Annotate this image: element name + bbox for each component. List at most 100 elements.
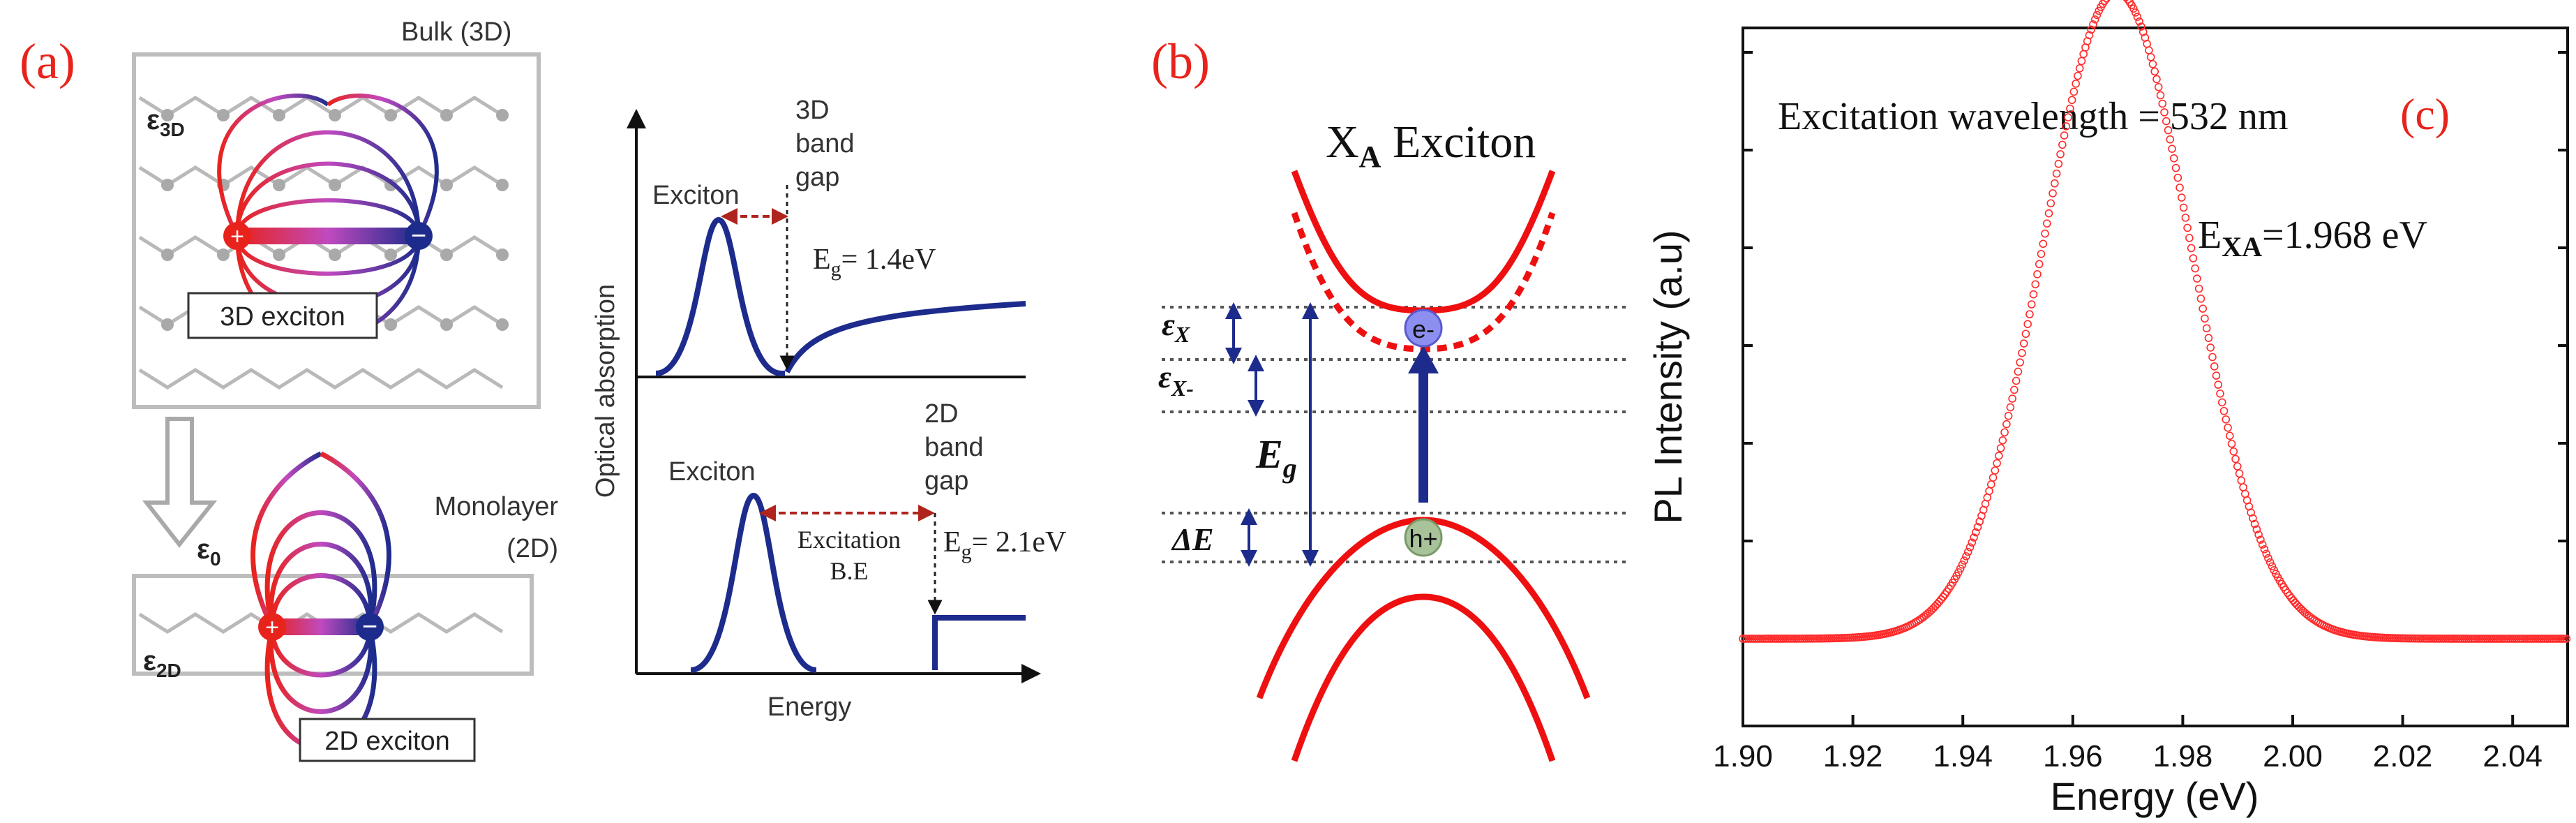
pl-plot-frame: [1742, 27, 2569, 727]
panel-a: (a): [20, 17, 1066, 762]
pl-data-point: [2100, 0, 2109, 6]
pl-data-point: [1937, 595, 1945, 604]
pl-data-point: [2033, 270, 2042, 279]
pl-data-point: [2004, 411, 2013, 420]
transition-arrow-icon: [1408, 346, 1439, 373]
pl-data-point: [2210, 362, 2219, 371]
pl-data-point: [2042, 219, 2051, 228]
pl-data-point: [2216, 390, 2224, 398]
pl-data-point: [1960, 556, 1968, 565]
pl-data-point: [2092, 10, 2102, 20]
pl-data-point: [2133, 13, 2142, 21]
pl-data-point: [2052, 169, 2061, 178]
pl-data-point: [2168, 144, 2176, 153]
pl-data-point: [2152, 75, 2161, 84]
pl-data-point: [2173, 173, 2182, 182]
pl-data-point: [2187, 244, 2196, 253]
conduction-band: [1291, 170, 1556, 314]
pl-data-point: [2237, 476, 2246, 485]
x-tick-label: 2.02: [2373, 739, 2433, 773]
pl-data-point: [2006, 403, 2015, 412]
bottom-be-line2: B.E: [830, 557, 868, 585]
pl-data-point: [2010, 385, 2019, 394]
pl-data-point: [2031, 280, 2040, 289]
pl-data-point: [2049, 189, 2057, 198]
x-tick-label: 1.94: [1933, 739, 1993, 773]
pl-data-point: [2019, 339, 2028, 348]
pl-data-point: [1970, 533, 1978, 542]
pl-data-point: [2219, 406, 2229, 415]
bulk-title: Bulk (3D): [401, 17, 511, 47]
bottom-gap-line1: 2D: [924, 399, 959, 429]
pl-series: [1739, 0, 2571, 643]
panel-c-label: (c): [2400, 89, 2450, 139]
pl-data-point: [2060, 131, 2069, 140]
pl-data-point: [2122, 0, 2129, 1]
pl-data-point: [2035, 260, 2044, 269]
panel-b-label: (b): [1151, 34, 1210, 89]
pl-data-point: [2148, 60, 2157, 68]
pl-data-point: [2041, 229, 2049, 238]
pl-data-point: [2156, 91, 2165, 100]
pl-data-point: [1968, 538, 1977, 547]
pl-data-point: [2087, 25, 2095, 34]
panel-c: PL Intensity (a.u) Energy (eV) Excitatio…: [1646, 0, 2571, 818]
valence-band-bottom: [1291, 593, 1556, 762]
monolayer-title-line1: Monolayer: [435, 492, 559, 521]
pl-data-point: [2014, 367, 2023, 376]
pl-data-point: [2194, 284, 2203, 293]
pl-data-point: [2146, 52, 2155, 61]
x-tick-label: 1.96: [2043, 739, 2103, 773]
top-gap-line3: gap: [795, 163, 839, 192]
x-tick-label: 1.90: [1713, 739, 1773, 773]
pl-data-point: [2050, 179, 2059, 188]
pl-data-point: [2204, 334, 2213, 342]
pl-data-point: [1989, 473, 1998, 482]
pl-data-point: [2164, 126, 2173, 135]
pl-data-point: [2067, 96, 2076, 105]
pl-data-point: [2154, 82, 2163, 91]
pl-data-point: [1983, 494, 1992, 502]
pl-data-point: [2135, 17, 2143, 26]
peak-label: EXA=1.968 eV: [2198, 214, 2427, 262]
pl-data-point: [2239, 483, 2247, 491]
monolayer-exciton-label: 2D exciton: [324, 727, 450, 756]
pl-data-point: [2266, 558, 2275, 567]
electron-label: e-: [1412, 315, 1435, 343]
pl-data-point: [2229, 447, 2238, 456]
pl-data-point: [1962, 552, 1970, 561]
pl-data-point: [2069, 87, 2079, 96]
pl-data-point: [1996, 444, 2005, 452]
pl-data-point: [2044, 209, 2053, 218]
pl-data-point: [2201, 314, 2209, 323]
pl-data-point: [2214, 380, 2223, 389]
pl-data-point: [1998, 436, 2007, 445]
pl-data-point: [1991, 466, 2000, 475]
pl-data-point: [2023, 320, 2032, 329]
pl-data-point: [1985, 487, 1993, 496]
pl-data-point: [2029, 290, 2038, 299]
pl-data-point: [2224, 423, 2232, 432]
pl-data-point: [1973, 523, 1982, 531]
ex-label: εX: [1162, 306, 1190, 347]
pl-data-point: [2262, 549, 2270, 558]
pl-data-point: [1935, 598, 1944, 606]
monolayer-title-line2: (2D): [507, 534, 558, 563]
panel-a-label: (a): [20, 34, 75, 89]
pl-data-point: [2256, 535, 2265, 544]
absorption-xlabel: Energy: [767, 692, 851, 722]
bulk-exciton-label: 3D exciton: [220, 302, 345, 332]
pl-data-point: [2225, 431, 2234, 440]
pl-data-point: [2562, 635, 2571, 643]
pl-data-point: [2064, 113, 2072, 121]
hole-ball: [1404, 518, 1443, 557]
pl-data-point: [2037, 249, 2046, 258]
pl-data-point: [1963, 547, 1972, 556]
top-continuum: [784, 301, 1026, 373]
hole-label: h+: [1409, 524, 1437, 553]
pl-data-point: [2072, 80, 2080, 88]
monolayer-2d-diagram: + − ε0 ε2D Monolayer (2D) 2D exciton: [132, 451, 559, 762]
svg-text:+: +: [265, 614, 279, 641]
